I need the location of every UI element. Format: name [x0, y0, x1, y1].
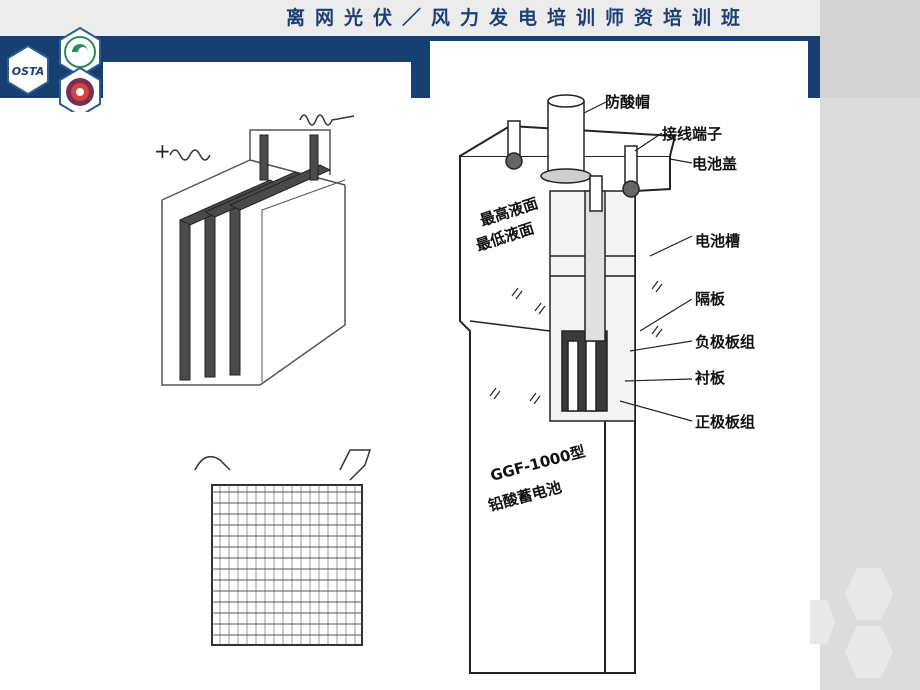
svg-text:+: + — [154, 139, 171, 163]
logo-hexagon-bottom — [59, 66, 101, 112]
plate-assembly-sketch: + — [154, 114, 355, 386]
glass-hatch-marks — [489, 280, 663, 405]
label-terminal: 接线端子 — [662, 125, 722, 143]
grid-plate-sketch — [194, 449, 372, 646]
logo-hexagon-top — [59, 26, 101, 78]
label-acid-cap: 防酸帽 — [605, 93, 650, 111]
label-cover: 电池盖 — [692, 155, 737, 173]
grid-plate-frame — [211, 484, 363, 646]
slide-title: 离网光伏／风力发电培训师资培训班 — [285, 7, 750, 29]
label-negative-plates: 负极板组 — [695, 333, 755, 351]
battery-top-parts — [505, 94, 640, 212]
title-bar — [0, 0, 820, 36]
decorative-hexagons — [810, 568, 893, 678]
left-image-frame-top — [103, 62, 411, 102]
battery-cutaway-diagram: 防酸帽 接线端子 电池盖 电池槽 隔板 负极板组 衬板 正极板组 最高液面 最低… — [459, 93, 755, 674]
label-separator: 隔板 — [695, 290, 726, 308]
logo-text: OSTA — [12, 65, 44, 78]
label-positive-plates: 正极板组 — [695, 413, 755, 431]
plus-terminal-label: + — [154, 139, 211, 163]
label-liner: 衬板 — [695, 369, 726, 387]
negative-lead-wire — [299, 114, 355, 126]
label-container: 电池槽 — [695, 232, 740, 250]
battery-interior — [469, 190, 636, 422]
leader-lines — [583, 100, 693, 422]
electrode-plates — [178, 134, 332, 381]
grid-plate-lattice — [212, 485, 362, 645]
osta-logo: OSTA — [7, 26, 101, 112]
logo-hexagon-left: OSTA — [7, 44, 49, 96]
